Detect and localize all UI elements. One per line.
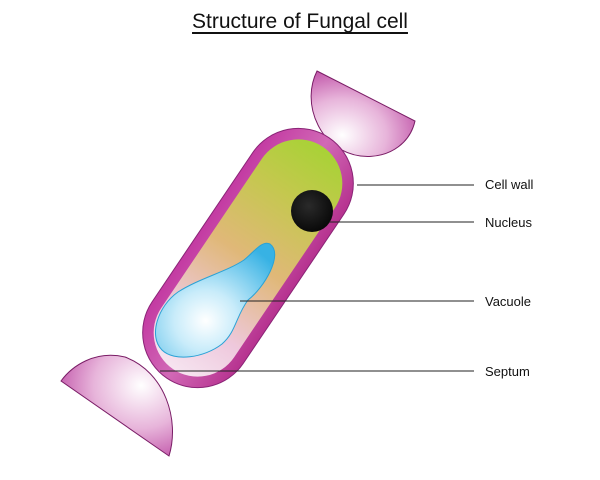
septum-bottom xyxy=(60,354,173,457)
label-nucleus: Nucleus xyxy=(485,215,532,230)
label-cell-wall: Cell wall xyxy=(485,177,534,192)
label-vacuole: Vacuole xyxy=(485,294,531,309)
label-septum: Septum xyxy=(485,364,530,379)
vacuole xyxy=(154,242,276,358)
diagram-title: Structure of Fungal cell xyxy=(192,10,408,33)
nucleus xyxy=(291,190,333,232)
